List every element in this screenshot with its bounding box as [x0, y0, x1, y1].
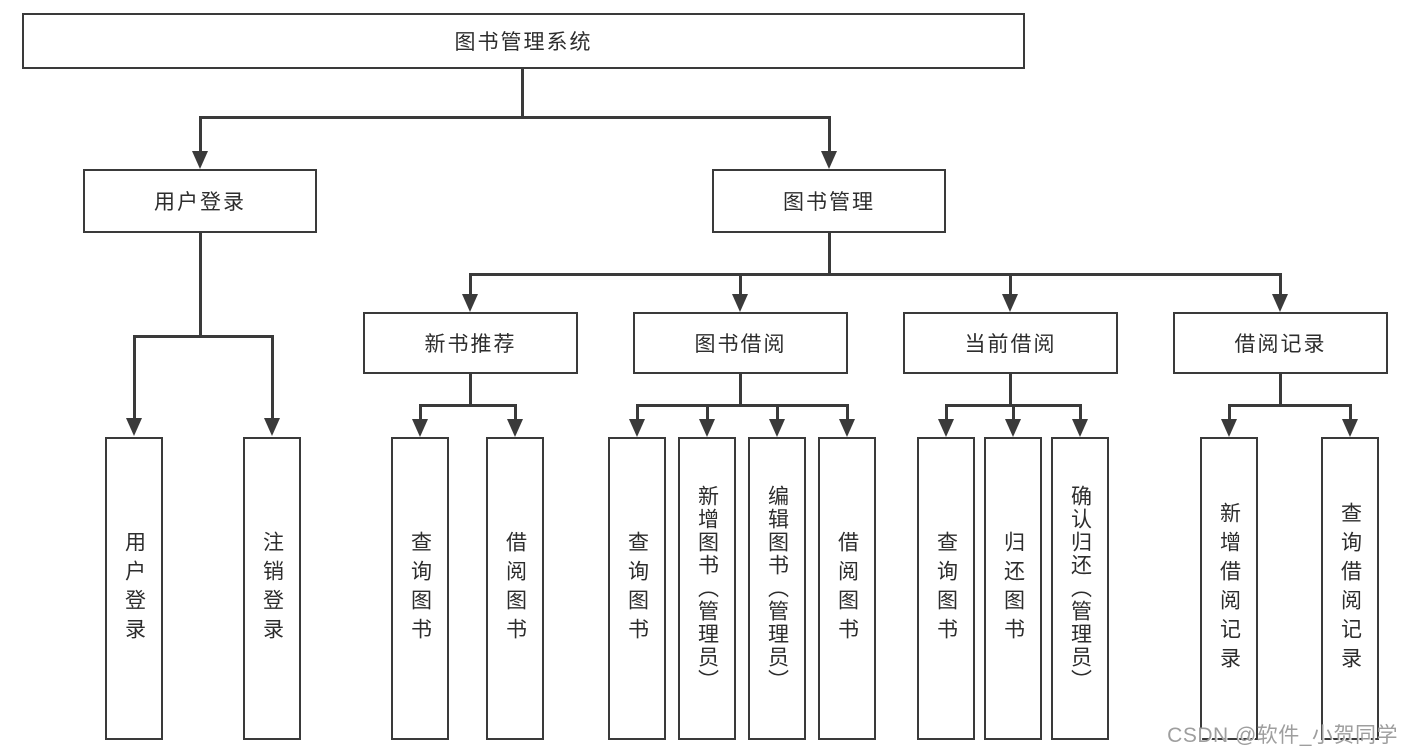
node-current-borrow: 当前借阅 [903, 312, 1118, 374]
edge-borrow-records-rail [1227, 404, 1352, 407]
edge-bb-borrow-shaft [845, 404, 849, 420]
edge-current-borrow-shaft [1009, 273, 1012, 295]
edge-login-shaft [132, 335, 136, 419]
node-book-borrow: 图书借阅 [633, 312, 848, 374]
edge-book-management-trunk [827, 233, 831, 276]
leaf-nb-query-books: 查询图书 [391, 437, 449, 740]
leaf-cb-query-books: 查询图书 [917, 437, 975, 740]
edge-nb-borrow-shaft [513, 404, 517, 420]
edge-borrow-records-trunk [1279, 374, 1282, 407]
leaf-br-query-record: 查询借阅记录 [1321, 437, 1379, 740]
edge-nb-query-shaft [418, 404, 422, 420]
edge-borrow-records-shaft [1279, 273, 1282, 295]
arrowhead-login [126, 418, 142, 436]
arrowhead-bb-edit [769, 419, 785, 437]
arrowhead-br-add [1221, 419, 1237, 437]
arrowhead-cb-return [1005, 419, 1021, 437]
arrowhead-br-query [1342, 419, 1358, 437]
edge-user-login-rail [132, 335, 274, 338]
edge-root-rail [198, 116, 831, 119]
arrowhead-current-borrow [1002, 294, 1018, 312]
arrowhead-new-books [462, 294, 478, 312]
node-root: 图书管理系统 [22, 13, 1025, 69]
node-book-management: 图书管理 [712, 169, 946, 233]
leaf-bb-query-books: 查询图书 [608, 437, 666, 740]
csdn-watermark: CSDN @软件_小贺同学 [1167, 724, 1398, 747]
edge-logout-shaft [270, 335, 274, 419]
edge-user-login-trunk [198, 233, 202, 338]
arrowhead-user-login [192, 151, 208, 169]
arrowhead-cb-confirm [1072, 419, 1088, 437]
edge-book-management-rail [469, 273, 1282, 276]
arrowhead-logout [264, 418, 280, 436]
node-new-books: 新书推荐 [363, 312, 578, 374]
edge-book-borrow-rail [635, 404, 849, 407]
leaf-bb-borrow-books: 借阅图书 [818, 437, 876, 740]
edge-cb-return-shaft [1011, 404, 1015, 420]
arrowhead-bb-add [699, 419, 715, 437]
edge-bb-query-shaft [635, 404, 639, 420]
leaf-bb-edit-books-admin: 编辑图书（管理员） [748, 437, 806, 740]
node-user-login: 用户登录 [83, 169, 317, 233]
leaf-br-add-record: 新增借阅记录 [1200, 437, 1258, 740]
edge-bb-add-shaft [705, 404, 709, 420]
edge-cb-confirm-shaft [1078, 404, 1082, 420]
edge-new-books-shaft [469, 273, 472, 295]
arrowhead-bb-borrow [839, 419, 855, 437]
edge-new-books-trunk [469, 374, 472, 407]
edge-book-borrow-shaft [739, 273, 742, 295]
edge-current-borrow-trunk [1009, 374, 1012, 407]
node-borrow-records: 借阅记录 [1173, 312, 1388, 374]
leaf-user-login: 用户登录 [105, 437, 163, 740]
arrowhead-borrow-records [1272, 294, 1288, 312]
leaf-nb-borrow-books: 借阅图书 [486, 437, 544, 740]
edge-br-add-shaft [1227, 404, 1231, 420]
edge-root-trunk [520, 67, 524, 119]
arrowhead-nb-query [412, 419, 428, 437]
arrowhead-book-management [821, 151, 837, 169]
arrowhead-cb-query [938, 419, 954, 437]
leaf-logout: 注销登录 [243, 437, 301, 740]
leaf-bb-add-books-admin: 新增图书（管理员） [678, 437, 736, 740]
edge-root-book-management-shaft [827, 116, 831, 152]
leaf-cb-confirm-return-admin: 确认归还（管理员） [1051, 437, 1109, 740]
arrowhead-nb-borrow [507, 419, 523, 437]
leaf-cb-return-books: 归还图书 [984, 437, 1042, 740]
edge-br-query-shaft [1348, 404, 1352, 420]
edge-new-books-rail [418, 404, 517, 407]
edge-book-borrow-trunk [739, 374, 742, 407]
edge-bb-edit-shaft [775, 404, 779, 420]
edge-cb-query-shaft [944, 404, 948, 420]
arrowhead-book-borrow [732, 294, 748, 312]
edge-root-user-login-shaft [198, 116, 202, 152]
arrowhead-bb-query [629, 419, 645, 437]
